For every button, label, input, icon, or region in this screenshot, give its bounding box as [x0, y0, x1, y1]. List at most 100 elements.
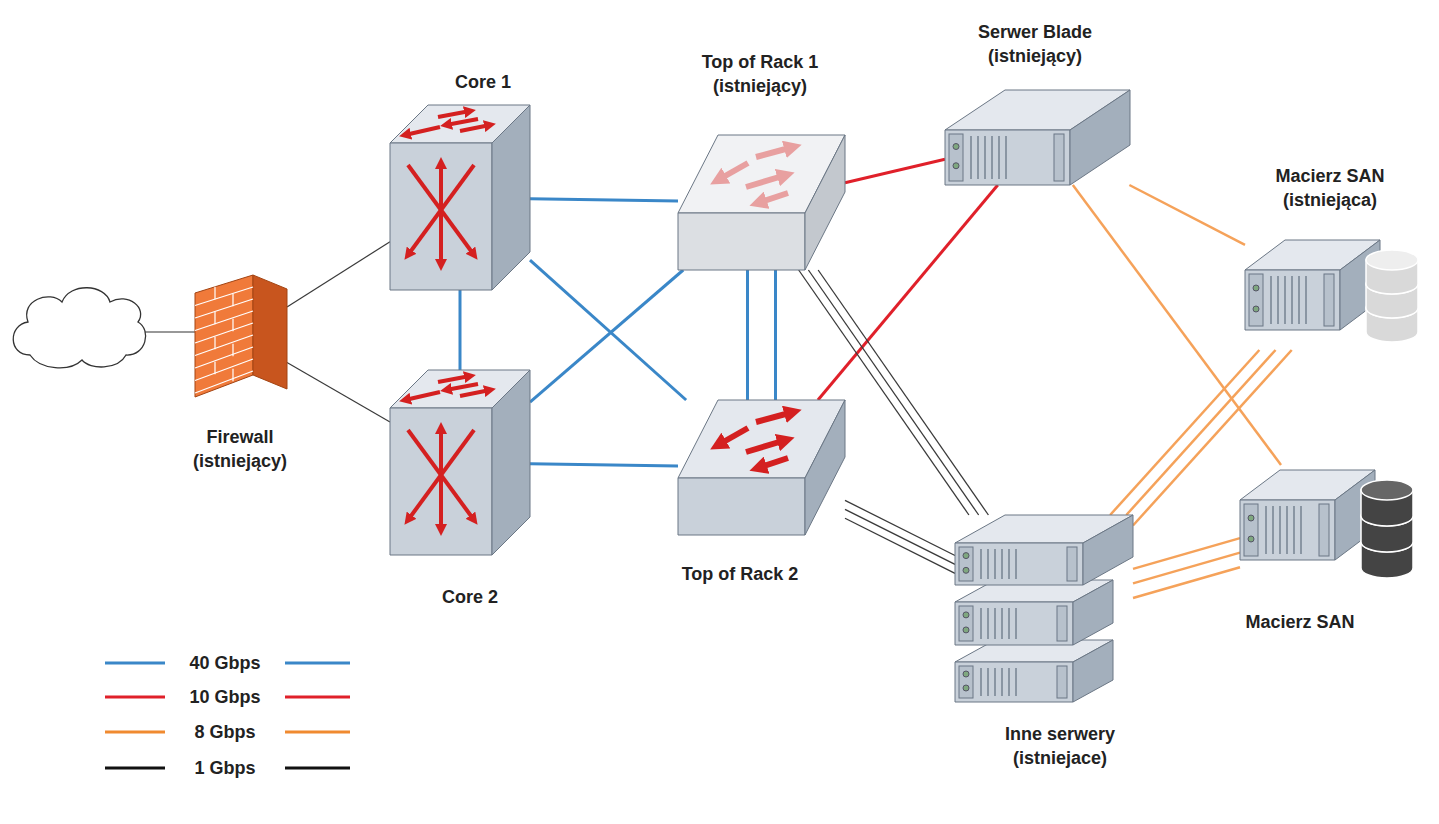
brick-line: [195, 287, 253, 306]
vent: [977, 136, 979, 179]
network-link: [530, 260, 686, 400]
legend-text: 8 Gbps: [170, 721, 280, 743]
side-face: [805, 400, 845, 535]
vent: [987, 668, 989, 696]
legend-text: 40 Gbps: [170, 652, 280, 674]
brick-line: [214, 312, 215, 325]
status-led: [1253, 285, 1259, 291]
internet-link: [145, 331, 196, 332]
vent: [1015, 549, 1017, 579]
firewall-front: [195, 275, 253, 397]
brick-line: [232, 369, 233, 382]
network-link: [1133, 567, 1240, 598]
arrow-symbol: [718, 163, 748, 180]
vent: [980, 608, 982, 639]
arrow-symbol: [439, 475, 443, 530]
network-link: [818, 270, 988, 515]
device-label: Core 2: [420, 585, 520, 609]
device-label: Serwer Blade (istniejący): [960, 20, 1110, 68]
vent: [998, 136, 1000, 179]
device-node: Inne serwery (istniejace): [955, 515, 1133, 703]
device-label: Macierz SAN (istniejąca): [1255, 164, 1405, 212]
vent: [1284, 276, 1286, 324]
disk-symbol: [1366, 250, 1418, 270]
status-led: [963, 567, 969, 573]
arrow-symbol: [446, 384, 478, 390]
status-led: [963, 612, 969, 618]
server-handle: [949, 134, 963, 181]
legend-line: [285, 731, 350, 734]
legend-row: 40 Gbps: [100, 649, 355, 677]
front-face: [678, 478, 805, 535]
vent: [1305, 276, 1307, 324]
server-handle: [959, 547, 973, 581]
side-face: [805, 135, 845, 270]
vent: [1008, 668, 1010, 696]
brick-line: [195, 299, 253, 318]
network-link: [1133, 538, 1240, 569]
vent: [1008, 608, 1010, 639]
device-icon: [945, 90, 1130, 185]
side-face: [1073, 640, 1113, 702]
network-link: [287, 363, 390, 422]
vent: [1279, 506, 1281, 554]
vent: [994, 608, 996, 639]
device-label: Macierz SAN: [1225, 610, 1375, 634]
vent: [1277, 276, 1279, 324]
brick-line: [195, 371, 253, 393]
legend-line: [105, 696, 165, 699]
legend-row: 1 Gbps: [100, 754, 355, 782]
device-label: Top of Rack 1 (istniejący): [680, 50, 840, 98]
device-node: Top of Rack 1 (istniejący): [678, 135, 845, 270]
arrow-symbol: [756, 147, 793, 157]
server-handle: [959, 666, 973, 698]
status-led: [953, 144, 959, 150]
device-icon: [390, 105, 530, 290]
legend-line: [285, 662, 350, 665]
device-node: Top of Rack 2: [678, 400, 845, 535]
legend-text: 10 Gbps: [170, 686, 280, 708]
device-label: Inne serwery (istniejace): [985, 722, 1135, 770]
status-led: [1253, 306, 1259, 312]
network-link: [845, 159, 945, 183]
vent: [1291, 276, 1293, 324]
arrow-symbol: [439, 210, 443, 265]
network-link: [845, 518, 955, 573]
front-face: [955, 602, 1073, 645]
brick-line: [232, 344, 233, 357]
vent: [1001, 668, 1003, 696]
vent: [1270, 276, 1272, 324]
cloud: [13, 288, 145, 368]
device-icon: [955, 515, 1133, 703]
vent: [980, 549, 982, 579]
server-handle: [1057, 606, 1067, 641]
status-led: [963, 685, 969, 691]
side-face: [1070, 90, 1130, 185]
server-handle: [1067, 547, 1077, 581]
legend-row: 8 Gbps: [100, 718, 355, 746]
arrow-symbol: [756, 412, 793, 422]
vent: [1005, 136, 1007, 179]
vent: [1300, 506, 1302, 554]
arrow-symbol: [439, 428, 443, 475]
arrow-symbol: [758, 458, 788, 468]
arrow-symbol: [439, 163, 443, 210]
front-face: [945, 130, 1070, 185]
device-node: Core 2: [390, 370, 530, 555]
brick-line: [195, 335, 253, 356]
arrow-symbol: [460, 390, 490, 396]
vent: [1015, 608, 1017, 639]
network-link: [774, 270, 777, 400]
network-link: [530, 270, 683, 402]
server-handle: [1057, 666, 1067, 698]
network-link: [1073, 185, 1281, 465]
brick-line: [214, 287, 215, 300]
network-link: [530, 199, 678, 201]
vent: [984, 136, 986, 179]
front-face: [390, 143, 492, 290]
server-handle: [1054, 134, 1064, 181]
arrow-symbol: [758, 193, 788, 203]
vent: [970, 136, 972, 179]
server-handle: [1319, 504, 1329, 556]
